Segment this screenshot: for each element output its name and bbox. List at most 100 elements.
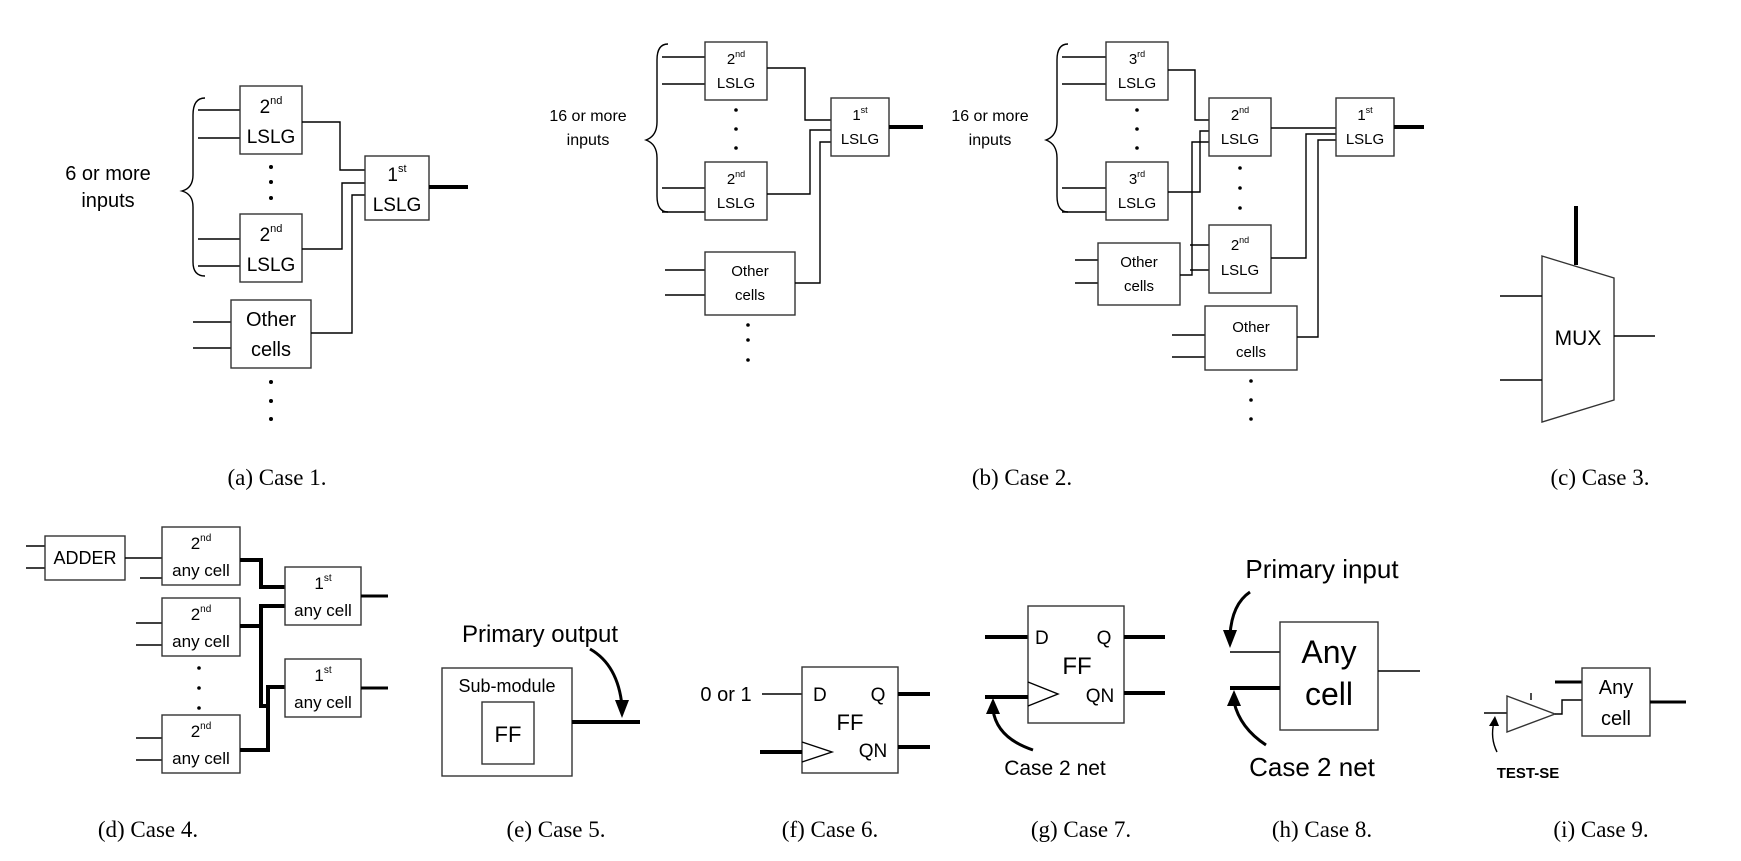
caption-h: (h) Case 8.	[1272, 817, 1372, 842]
case9-buffer	[1506, 694, 1557, 734]
case4-1st-cell-1	[284, 566, 362, 626]
case4-case2-net	[240, 685, 285, 752]
case4-2nd-cell-2	[161, 597, 241, 657]
case5-diagram: Primary output Sub-module FF (e) Case 5.	[441, 621, 640, 842]
ellipsis-dot	[1249, 417, 1253, 421]
case8-arrow-bottom	[1232, 701, 1267, 747]
case4-2nd-cell-1	[161, 526, 241, 586]
case2b-diagram: 16 or more inputs 3rd LSLG 3rd LSLG Othe…	[951, 41, 1424, 490]
case9-cell-label: cell	[1601, 708, 1631, 730]
case8-diagram: Primary input Any cell Case 2 net (h) Ca…	[1223, 554, 1420, 842]
case2b-3rd-label: 3rd	[1129, 169, 1145, 188]
case4-any-cell-label: any cell	[172, 561, 230, 580]
case6-ff	[801, 666, 899, 774]
case9-diagram: Any cell TEST-SE (i) Case 9.	[1484, 667, 1686, 842]
case2-1st-lslg	[830, 97, 890, 157]
ellipsis-dot	[197, 666, 201, 670]
wire	[767, 129, 831, 195]
case1-inputs-label-2: inputs	[81, 190, 134, 212]
case4-any-cell-label: any cell	[172, 749, 230, 768]
case2b-2nd-label: 2nd	[1231, 105, 1249, 124]
case4-any-cell-label: any cell	[172, 632, 230, 651]
ellipsis-dot	[746, 338, 750, 342]
case7-ff-label: FF	[1062, 653, 1091, 680]
case2b-2nd-lslg-top	[1208, 97, 1272, 157]
caption-a: (a) Case 1.	[228, 465, 327, 490]
caption-c: (c) Case 3.	[1551, 465, 1650, 490]
ellipsis-dot	[1135, 108, 1139, 112]
case1-diagram: 6 or more inputs 2nd LSLG 2nd LSLG Other…	[65, 85, 468, 490]
case2-other-label-1: Other	[731, 263, 769, 280]
arrow-head	[1489, 716, 1499, 726]
case6-clock-pin	[801, 741, 835, 763]
ellipsis-dot	[197, 706, 201, 710]
case9-arrow	[1491, 721, 1498, 753]
ellipsis-dot	[197, 686, 201, 690]
case2b-3rd-lslg-top	[1105, 41, 1169, 101]
wire	[1297, 139, 1336, 338]
case2-inputs-label-2: inputs	[567, 132, 610, 149]
case7-q-pin: Q	[1097, 628, 1112, 649]
case2-input-brace	[643, 43, 669, 213]
case4-case2-net	[240, 604, 285, 628]
case2b-2nd-label: 2nd	[1231, 235, 1249, 254]
arrow-head	[1223, 630, 1237, 648]
caption-e: (e) Case 5.	[507, 817, 606, 842]
arrow-head	[1227, 690, 1241, 706]
case8-cell-label: cell	[1305, 676, 1353, 712]
wire	[767, 67, 831, 121]
arrow-head	[986, 698, 1000, 714]
case2-lslg-label: LSLG	[841, 131, 879, 148]
case6-input-label: 0 or 1	[700, 684, 751, 706]
case7-clock-pin	[1027, 681, 1060, 707]
case1-inputs-label-1: 6 or more	[65, 163, 151, 185]
case4-any-cell-label: any cell	[294, 601, 352, 620]
case7-arrow	[991, 709, 1034, 752]
case4-2nd-label: 2nd	[191, 721, 212, 741]
case2b-inputs-label-1: 16 or more	[951, 108, 1028, 125]
case7-ff	[1027, 605, 1125, 724]
case2b-lslg-label: LSLG	[1118, 195, 1156, 212]
case2-1st-label: 1st	[852, 105, 868, 124]
case2b-lslg-label: LSLG	[1118, 75, 1156, 92]
caption-d: (d) Case 4.	[98, 817, 198, 842]
case1-2nd-label: 2nd	[260, 95, 283, 118]
caption-f: (f) Case 6.	[782, 817, 878, 842]
ellipsis-dot	[1135, 127, 1139, 131]
ellipsis-dot	[269, 196, 273, 200]
wire	[1555, 699, 1582, 715]
wire	[1168, 130, 1209, 193]
case5-primary-output-label: Primary output	[462, 621, 618, 648]
case1-2nd-label: 2nd	[260, 223, 283, 246]
case4-adder-label: ADDER	[53, 548, 116, 568]
case5-submodule-label: Sub-module	[458, 676, 555, 696]
case4-2nd-cell-3	[161, 714, 241, 774]
case8-net-label: Case 2 net	[1249, 752, 1376, 782]
case1-2nd-lslg-top	[239, 85, 303, 155]
case4-1st-label: 1st	[314, 573, 331, 593]
caption-g: (g) Case 7.	[1031, 817, 1131, 842]
ellipsis-dot	[269, 180, 273, 184]
wire	[1271, 133, 1336, 259]
ellipsis-dot	[734, 127, 738, 131]
case2b-lslg-label: LSLG	[1221, 262, 1259, 279]
wire	[311, 194, 365, 334]
case2b-other-cells-right	[1204, 305, 1298, 371]
ellipsis-dot	[746, 323, 750, 327]
ellipsis-dot	[1249, 398, 1253, 402]
case6-q-pin: Q	[871, 685, 886, 706]
case1-1st-lslg	[364, 155, 430, 221]
case9-any-label: Any	[1599, 677, 1633, 699]
ellipsis-dot	[734, 108, 738, 112]
ellipsis-dot	[1249, 379, 1253, 383]
case2b-input-brace	[1043, 43, 1069, 213]
case2b-1st-label: 1st	[1357, 105, 1373, 124]
arrow-head	[615, 700, 629, 718]
case8-any-label: Any	[1301, 634, 1356, 670]
case4-case2-net	[259, 626, 268, 708]
ellipsis-dot	[1238, 206, 1242, 210]
wire	[1180, 141, 1209, 276]
ellipsis-dot	[269, 399, 273, 403]
caption-b: (b) Case 2.	[972, 465, 1072, 490]
case8-primary-input-label: Primary input	[1245, 554, 1399, 584]
